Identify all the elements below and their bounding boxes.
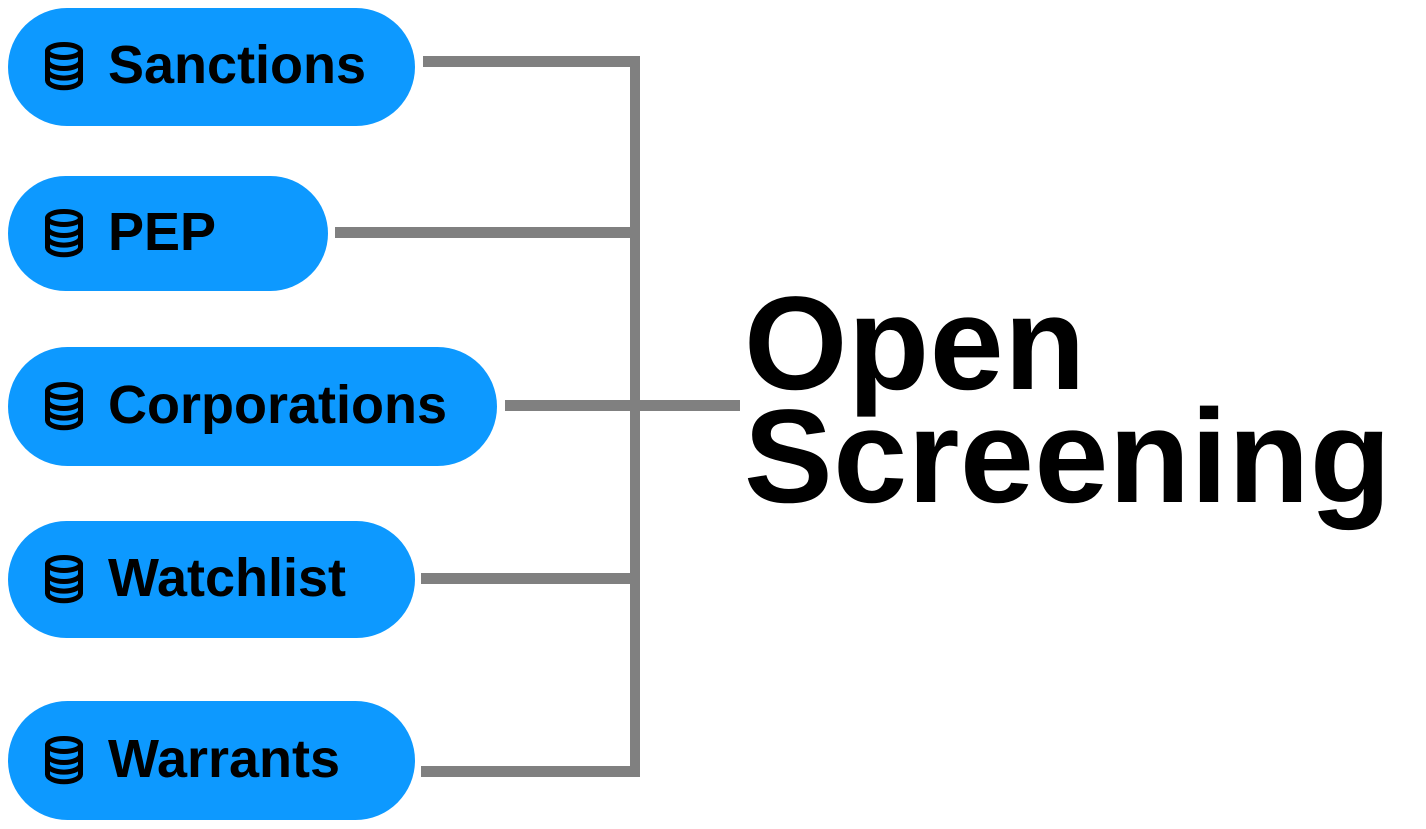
node-pep[interactable]: PEP — [8, 176, 328, 291]
node-warrants[interactable]: Warrants — [8, 701, 415, 820]
database-icon — [42, 42, 86, 92]
diagram-title-line1: Open — [744, 270, 1086, 418]
database-icon — [42, 735, 86, 786]
connector-watchlist — [421, 573, 640, 584]
node-label: PEP — [108, 201, 217, 262]
node-label: Sanctions — [108, 35, 367, 95]
diagram-title: Open Screening — [744, 270, 1392, 531]
node-label: Warrants — [108, 728, 341, 789]
connector-corporations — [505, 400, 740, 411]
node-corporations[interactable]: Corporations — [8, 347, 497, 466]
connector-trunk — [630, 56, 640, 777]
database-icon — [42, 208, 86, 259]
node-label: Corporations — [108, 374, 448, 435]
database-icon — [42, 554, 86, 605]
node-label: Watchlist — [108, 547, 347, 608]
node-sanctions[interactable]: Sanctions — [8, 8, 415, 126]
connector-pep — [335, 227, 640, 238]
node-watchlist[interactable]: Watchlist — [8, 521, 415, 638]
database-icon — [42, 381, 86, 432]
connector-warrants — [421, 766, 640, 777]
connector-sanctions — [423, 56, 640, 67]
diagram-title-line2: Screening — [744, 383, 1392, 531]
